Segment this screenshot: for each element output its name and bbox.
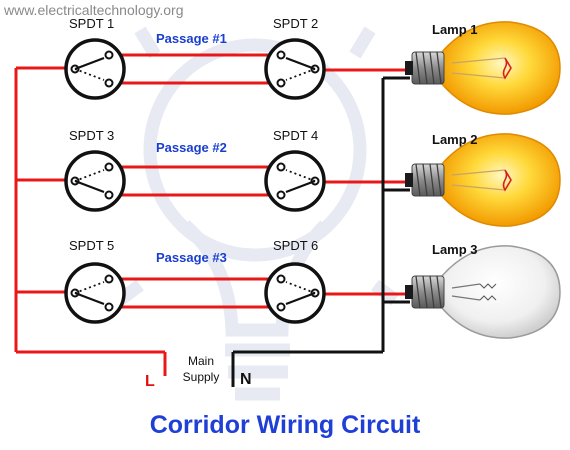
spdt-switch-1 [64,38,126,100]
spdt-switch-4 [264,150,326,212]
switch-label-spdt-5: SPDT 5 [69,238,115,253]
passage-label-2: Passage #2 [156,140,227,155]
spdt-switch-5 [64,262,126,324]
lamp-group [405,21,561,339]
neutral-terminal-label: N [240,371,252,388]
lamp-label-2: Lamp 2 [432,132,478,147]
switch-label-spdt-2: SPDT 2 [273,16,319,31]
lamp-1-bulb-icon [405,21,561,115]
main-supply-label-line1: Main [187,354,214,368]
lamp-2-bulb-icon [405,133,561,227]
diagram-title: Corridor Wiring Circuit [149,411,421,439]
site-url: www.electricaltechnology.org [4,2,184,18]
watermark-bulb-icon [116,26,399,401]
spdt-switch-6 [264,262,326,324]
spdt-switch-3 [64,150,126,212]
passage-label-3: Passage #3 [156,250,227,265]
spdt-switch-2 [264,38,326,100]
switch-label-spdt-1: SPDT 1 [69,16,115,31]
main-supply-label-line2: Supply [182,370,220,384]
switch-label-spdt-6: SPDT 6 [273,238,319,253]
lamp-label-3: Lamp 3 [432,242,478,257]
lamp-label-1: Lamp 1 [432,22,478,37]
live-terminal-label: L [145,373,155,390]
switch-group [64,38,326,324]
switch-label-spdt-4: SPDT 4 [273,128,319,143]
passage-label-1: Passage #1 [156,31,227,46]
lamp-3-bulb-icon [405,245,561,339]
neutral-wiring [231,76,410,387]
switch-label-spdt-3: SPDT 3 [69,128,115,143]
